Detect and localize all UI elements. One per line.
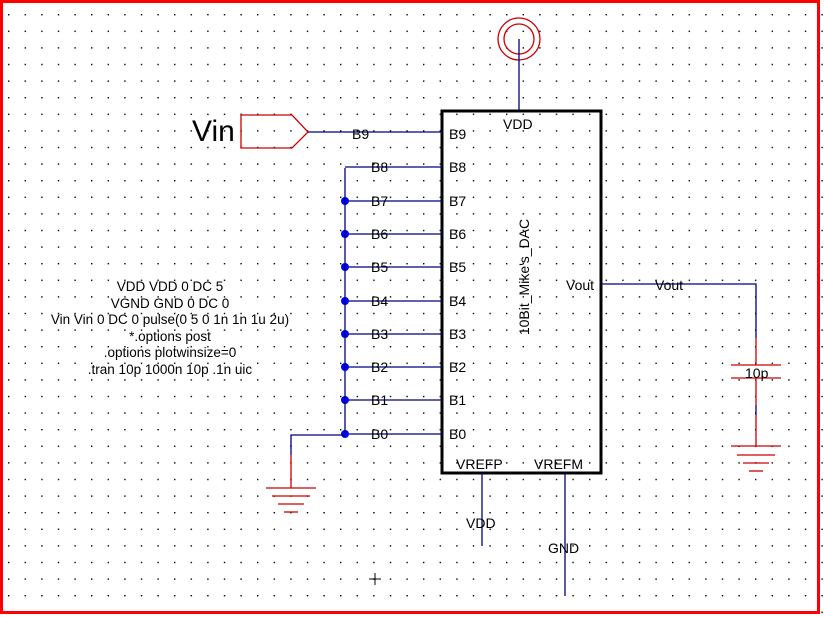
- ground-icon[interactable]: [731, 415, 781, 472]
- spice-line: *.options post: [129, 328, 211, 344]
- net-label-b6: B6: [371, 226, 389, 242]
- spice-line: VGND GND 0 DC 0: [110, 295, 230, 311]
- pin-b8: B8: [449, 159, 467, 175]
- vout-wire: [601, 283, 757, 338]
- net-label-vout: Vout: [655, 277, 684, 293]
- net-label-vrefm: GND: [548, 540, 580, 556]
- spice-line: .tran 10p 1000n 10p .1n uic: [87, 361, 253, 377]
- net-label-b3: B3: [371, 326, 389, 342]
- net-label-vrefp: VDD: [466, 515, 496, 531]
- spice-directives[interactable]: VDD VDD 0 DC 5 VGND GND 0 DC 0 Vin Vin 0…: [10, 279, 330, 379]
- pin-b1: B1: [449, 392, 467, 408]
- spice-line: .options plotwinsize=0: [103, 345, 237, 361]
- pin-vrefm: VREFM: [534, 456, 583, 472]
- spice-line: VDD VDD 0 DC 5: [116, 279, 224, 294]
- ground-icon[interactable]: [266, 455, 316, 513]
- spice-line: Vin Vin 0 DC 0 pulse(0 5 0 1n 1n 1u 2u): [50, 312, 290, 328]
- bit-wires: [341, 166, 442, 438]
- ground-wire: [290, 434, 345, 455]
- pin-b4: B4: [449, 293, 467, 309]
- pin-vout: Vout: [566, 277, 595, 293]
- capacitor-value: 10p: [745, 365, 769, 381]
- crosshair-icon: [369, 573, 381, 585]
- pin-vdd: VDD: [503, 116, 533, 132]
- input-port-icon[interactable]: [240, 114, 309, 149]
- pin-b3: B3: [449, 326, 467, 342]
- pin-b7: B7: [449, 193, 467, 209]
- net-label-b2: B2: [371, 359, 389, 375]
- pin-b2: B2: [449, 359, 467, 375]
- pin-b9: B9: [449, 126, 467, 142]
- dac-block[interactable]: [440, 109, 603, 475]
- dac-title: 10Bit_Mike's_DAC: [516, 218, 532, 336]
- net-label-b5: B5: [371, 259, 389, 275]
- pin-b0: B0: [449, 426, 467, 442]
- net-label-b8: B8: [371, 159, 389, 175]
- net-label-b0: B0: [371, 426, 389, 442]
- input-port-label: Vin: [192, 115, 235, 148]
- pin-vrefp: VREFP: [456, 456, 503, 472]
- net-label-b4: B4: [371, 293, 389, 309]
- pin-b6: B6: [449, 226, 467, 242]
- pin-b5: B5: [449, 259, 467, 275]
- capacitor-icon[interactable]: [731, 338, 781, 405]
- net-label-b7: B7: [371, 193, 389, 209]
- net-label-b1: B1: [371, 392, 389, 408]
- net-label-b9: B9: [352, 126, 370, 142]
- vdd-supply-icon[interactable]: [497, 17, 541, 110]
